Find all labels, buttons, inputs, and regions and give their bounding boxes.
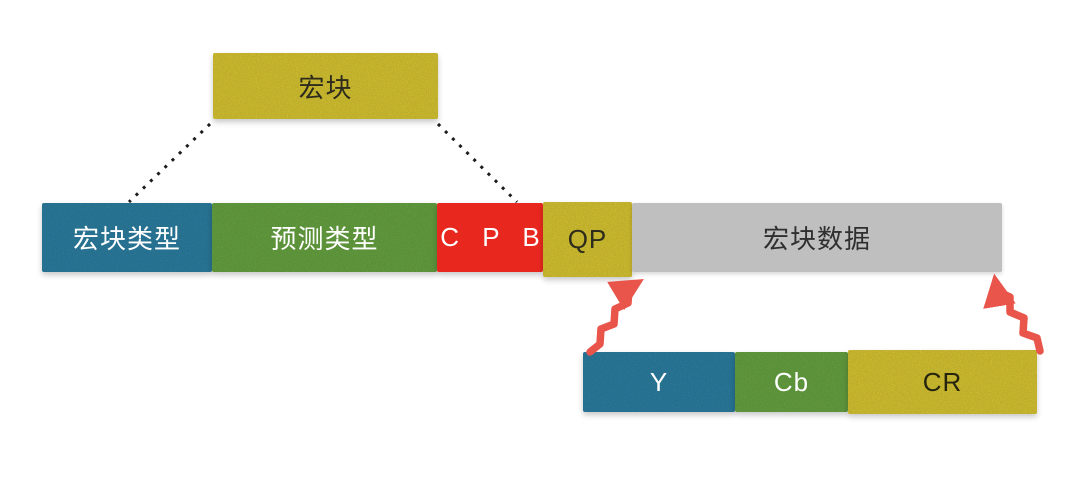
- red-arrow-right-icon: [983, 273, 1044, 355]
- component-box-y: Y: [583, 352, 735, 412]
- component-box-cb: Cb: [735, 352, 848, 412]
- field-label-prediction-type: 预测类型: [270, 224, 379, 254]
- field-box-macroblock-data: 宏块数据: [632, 203, 1002, 272]
- macroblock-box: 宏块: [213, 53, 438, 119]
- dashed-connector-right-icon: [436, 122, 519, 204]
- field-label-qp: QP: [567, 224, 608, 254]
- red-arrow-left-icon: [586, 279, 644, 356]
- field-box-qp: QP: [543, 202, 632, 277]
- component-label-cr: CR: [922, 366, 963, 397]
- field-box-prediction-type: 预测类型: [212, 203, 437, 272]
- component-box-cr: CR: [848, 350, 1037, 414]
- macroblock-label: 宏块: [298, 72, 353, 103]
- field-label-cpb: C P B: [440, 222, 543, 252]
- component-label-y: Y: [649, 366, 669, 397]
- dashed-connector-left-icon: [127, 122, 212, 204]
- component-label-cb: Cb: [773, 366, 810, 397]
- field-box-cpb: C P B: [437, 203, 543, 272]
- field-label-macroblock-data: 宏块数据: [762, 224, 871, 254]
- field-box-macroblock-type: 宏块类型: [42, 203, 212, 272]
- field-label-macroblock-type: 宏块类型: [72, 224, 181, 254]
